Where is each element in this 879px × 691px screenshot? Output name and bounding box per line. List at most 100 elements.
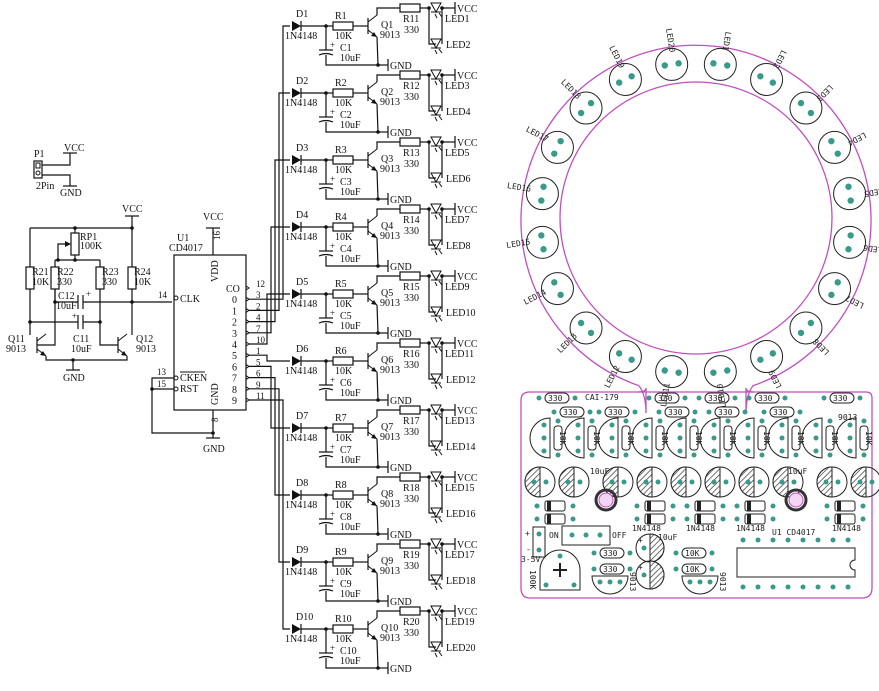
pad: [536, 531, 542, 537]
pad: [541, 448, 547, 454]
pad: [591, 550, 597, 556]
resistor-value: 10K: [335, 299, 353, 310]
resistor-r20: [399, 606, 421, 616]
led-led15: [430, 471, 443, 488]
led-ray: [434, 652, 438, 658]
wire: [325, 256, 378, 267]
vcc-label: VCC: [457, 607, 478, 618]
transistor-q10: [367, 617, 378, 641]
resistor-value: 10K: [335, 634, 353, 645]
diode-d4: [292, 222, 302, 232]
pad: [657, 452, 663, 458]
led-triangle: [430, 105, 442, 117]
wire: [376, 103, 379, 133]
pcb-resistor-10k: 10K: [825, 418, 839, 458]
rp1-value: 100K: [80, 241, 103, 252]
led-led16: [430, 507, 443, 524]
resistor-r3: [332, 155, 354, 165]
transistor-part: 9013: [380, 231, 400, 242]
led-pad: [847, 197, 854, 204]
osc-vcc-label: VCC: [122, 204, 143, 215]
pad: [609, 479, 615, 485]
cap-plus: +: [638, 536, 643, 545]
resistor-label: 330: [608, 408, 623, 417]
resistor-ref: R15: [403, 282, 420, 293]
cap-outline: [738, 466, 770, 498]
diode-ref: D10: [296, 612, 313, 623]
rp1-ref: RP1: [80, 232, 97, 243]
pad: [684, 503, 690, 509]
pad: [692, 409, 698, 415]
diode-d5: [292, 289, 302, 299]
pcb-led-label: LED8: [811, 337, 831, 357]
cken-pin-number: 13: [157, 367, 167, 377]
led-ray: [434, 549, 438, 555]
pcb-diode-label: 1N4148: [736, 524, 765, 533]
cap-outline: [558, 466, 590, 498]
capacitor-ref: C9: [340, 579, 352, 590]
led-pad: [628, 73, 635, 80]
pad: [570, 503, 576, 509]
pad: [597, 579, 603, 585]
led-ray: [438, 115, 443, 121]
resistor-body: [654, 392, 680, 404]
pad: [813, 448, 819, 454]
pad: [779, 435, 785, 441]
pad: [583, 532, 589, 538]
pad: [597, 532, 603, 538]
transistor-q2: [367, 81, 378, 105]
wire: [325, 658, 378, 669]
capacitor-ref: C6: [340, 378, 352, 389]
pad: [711, 479, 717, 485]
output-pin-number: 2: [256, 301, 261, 311]
pad: [723, 479, 729, 485]
resistor-body: [723, 425, 733, 451]
pad: [782, 395, 788, 401]
ic-pad: [785, 537, 791, 543]
led-led5: [430, 136, 443, 153]
led-pad: [847, 232, 854, 239]
pot-shaft: [553, 563, 567, 577]
cap-plate-curved: [318, 454, 334, 458]
pad: [745, 422, 751, 428]
pad: [720, 516, 726, 522]
pad: [670, 503, 676, 509]
led-channel-10: D101N4148R1010K+C1010uFQ109013GNDR20330V…: [249, 399, 478, 675]
resistor-value: 10K: [335, 500, 353, 511]
capacitor-ref: C5: [340, 311, 352, 322]
routing-wire: [249, 25, 290, 300]
diode-triangle: [292, 289, 301, 299]
led-pad: [757, 73, 764, 80]
output-pin-name: 3: [232, 329, 237, 340]
diode-part: 1N4148: [285, 634, 317, 645]
led-channel-4: D41N4148R410K+C410uFQ49013GNDR14330VCCLE…: [249, 203, 478, 334]
diode-part: 1N4148: [285, 567, 317, 578]
led-led10: [430, 306, 443, 323]
gnd-label: GND: [390, 61, 412, 72]
led-triangle: [430, 605, 442, 617]
pcb-electrolytic-cap: +: [635, 533, 665, 563]
resistor-r13: [399, 137, 421, 147]
pcb-transistor: [631, 417, 653, 459]
resistor-body: [791, 425, 801, 451]
output-pin-marker: [245, 307, 250, 314]
pcb-led-19: LED19: [607, 44, 642, 96]
led-ray: [434, 348, 438, 354]
diode-body: [744, 500, 766, 512]
ic-pad: [845, 537, 851, 543]
transistor-ref: Q4: [381, 221, 393, 232]
output-pin-number: 10: [256, 335, 266, 345]
u1-ref: U1: [177, 233, 189, 244]
led-outline: [818, 272, 852, 306]
pad: [609, 422, 615, 428]
output-pin-name: 2: [232, 318, 237, 329]
resistor-r6: [332, 356, 354, 366]
pcb-ic-label: U1 CD4017: [772, 528, 816, 537]
diode-band: [697, 514, 701, 524]
cap-plate-curved: [318, 655, 334, 659]
pcb-led-6: LED6: [833, 225, 879, 259]
pcb-electrolytic-cap: [738, 466, 770, 498]
led-ray: [434, 317, 438, 323]
led-ray: [434, 384, 438, 390]
diode-part: 1N4148: [285, 299, 317, 310]
